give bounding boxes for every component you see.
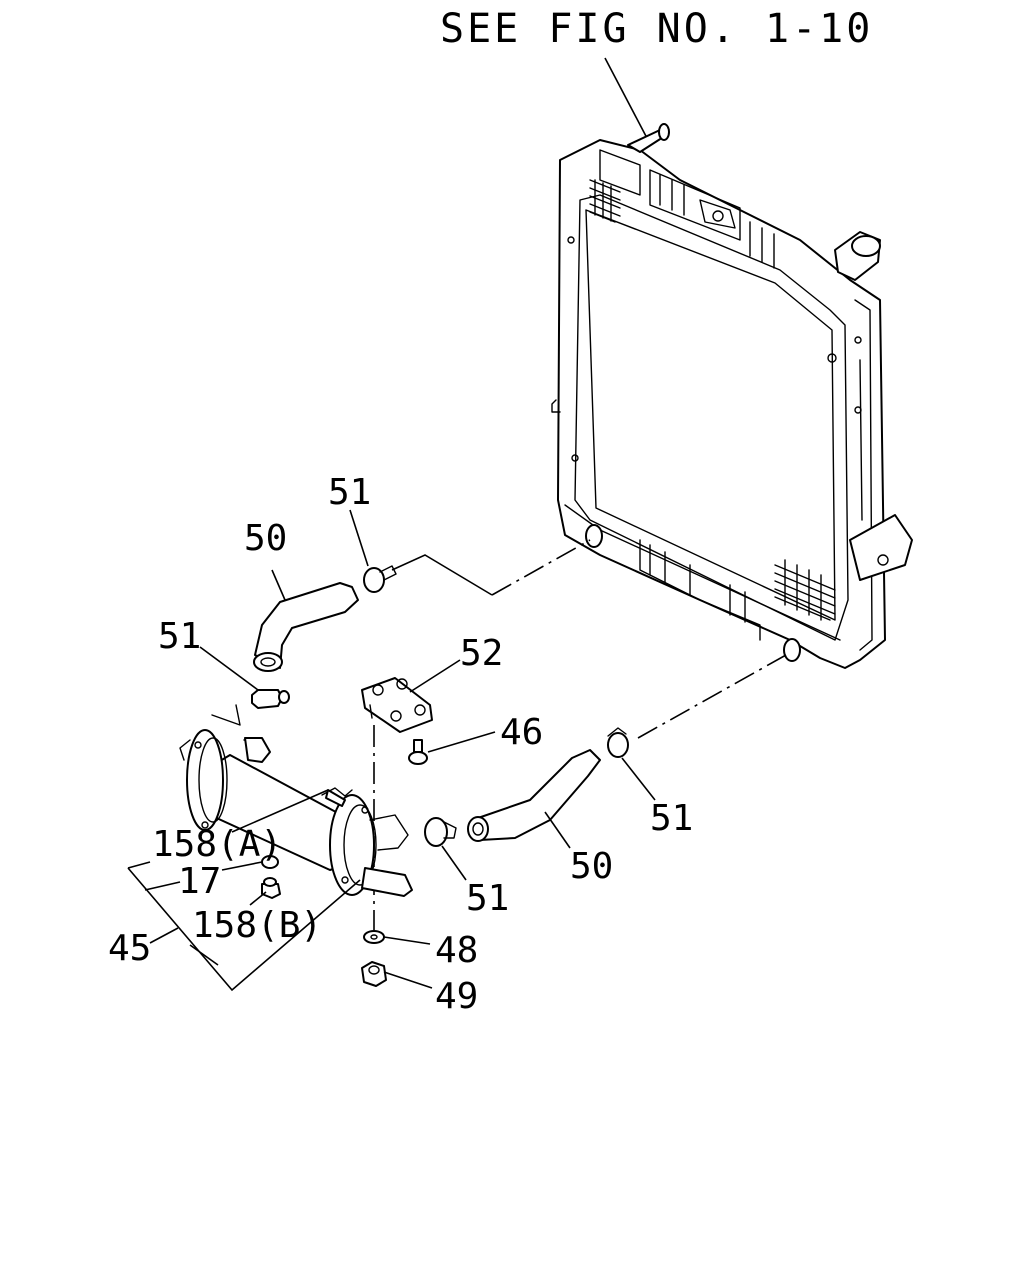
callout-51-lower-right: 51: [650, 798, 693, 839]
callout-158b: 158(B): [192, 905, 322, 946]
leader-51-ur: [349, 509, 369, 567]
callout-45: 45: [108, 928, 151, 969]
leader-51-ll: [441, 845, 467, 881]
leader-46: [427, 731, 496, 753]
reference-leader: [604, 57, 649, 141]
leader-45-top: [127, 861, 151, 869]
bracket: [361, 677, 433, 733]
callout-48: 48: [435, 930, 478, 971]
callout-49: 49: [435, 976, 478, 1017]
callout-52: 52: [460, 633, 503, 674]
callout-50-lower: 50: [570, 846, 613, 887]
leader-48: [383, 936, 431, 945]
leader-50-upper: [271, 569, 286, 601]
plug-b: [261, 877, 281, 899]
callout-50-upper: 50: [244, 518, 287, 559]
leader-45-c: [189, 944, 219, 966]
clamp-upper-right: [363, 565, 397, 593]
route-upper-dash: [491, 539, 591, 596]
leader-45: [149, 927, 179, 944]
leader-49: [383, 971, 433, 989]
leader-158b: [249, 891, 267, 906]
callout-158a: 158(A): [152, 824, 282, 865]
leader-51-ul: [199, 646, 259, 691]
cooler-assembly: [179, 704, 413, 897]
leader-45-b: [144, 881, 181, 891]
leader-158a: [231, 789, 329, 833]
leader-50-lower: [544, 811, 571, 849]
callout-51-upper-left: 51: [158, 616, 201, 657]
leader-52: [409, 659, 461, 693]
leader-17: [221, 861, 263, 871]
washer: [363, 930, 385, 944]
reference-note: SEE FIG NO. 1-10: [440, 6, 873, 52]
clamp-lower-right: [607, 727, 629, 758]
leader-45-bracket: [127, 867, 361, 992]
callout-51-lower-left: 51: [466, 878, 509, 919]
leader-51-lr: [621, 757, 656, 801]
lower-hose: [467, 749, 601, 842]
nut: [361, 961, 387, 987]
callout-51-upper-right: 51: [328, 472, 371, 513]
radiator: [551, 123, 913, 669]
callout-17: 17: [178, 861, 221, 902]
clamp-upper-left: [251, 689, 290, 709]
callout-46: 46: [500, 712, 543, 753]
clamp-lower-left: [424, 817, 457, 847]
upper-hose: [253, 582, 359, 672]
route-upper: [391, 554, 493, 596]
bolt: [408, 739, 428, 765]
route-lower-dash: [637, 654, 787, 739]
